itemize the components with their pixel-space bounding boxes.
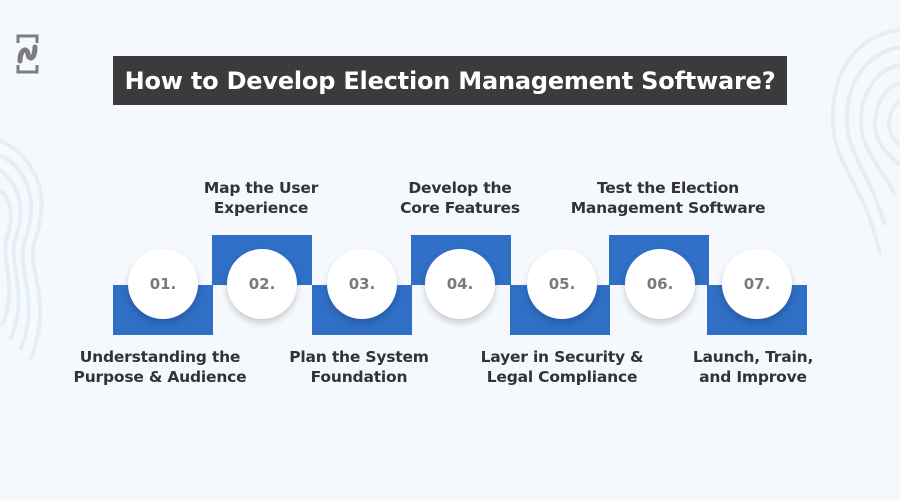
step-5-label: Layer in Security & Legal Compliance (480, 348, 644, 386)
background-swirl-left (0, 138, 44, 361)
step-6-circle: 06. (625, 249, 695, 319)
step-5-circle: 05. (527, 249, 597, 319)
step-2-label: Map the User Experience (203, 179, 319, 217)
step-5-number: 05. (548, 275, 576, 293)
brand-logo-icon (16, 34, 39, 74)
step-2-circle: 02. (227, 249, 297, 319)
step-3-number: 03. (348, 275, 376, 293)
title-banner: How to Develop Election Management Softw… (113, 56, 787, 105)
step-4-number: 04. (446, 275, 474, 293)
step-4-label: Develop the Core Features (400, 179, 520, 217)
step-3-label: Plan the System Foundation (289, 348, 429, 386)
step-6-number: 06. (646, 275, 674, 293)
step-7-label: Launch, Train, and Improve (692, 348, 814, 386)
step-1-circle: 01. (128, 249, 198, 319)
step-6-label: Test the Election Management Software (570, 179, 766, 217)
step-7-number: 07. (743, 275, 771, 293)
step-4-circle: 04. (425, 249, 495, 319)
step-1-number: 01. (149, 275, 177, 293)
page-title: How to Develop Election Management Softw… (124, 66, 776, 95)
background-swirl-right (830, 28, 900, 255)
step-7-circle: 07. (722, 249, 792, 319)
step-1-label: Understanding the Purpose & Audience (73, 348, 247, 386)
step-3-circle: 03. (327, 249, 397, 319)
step-2-number: 02. (248, 275, 276, 293)
